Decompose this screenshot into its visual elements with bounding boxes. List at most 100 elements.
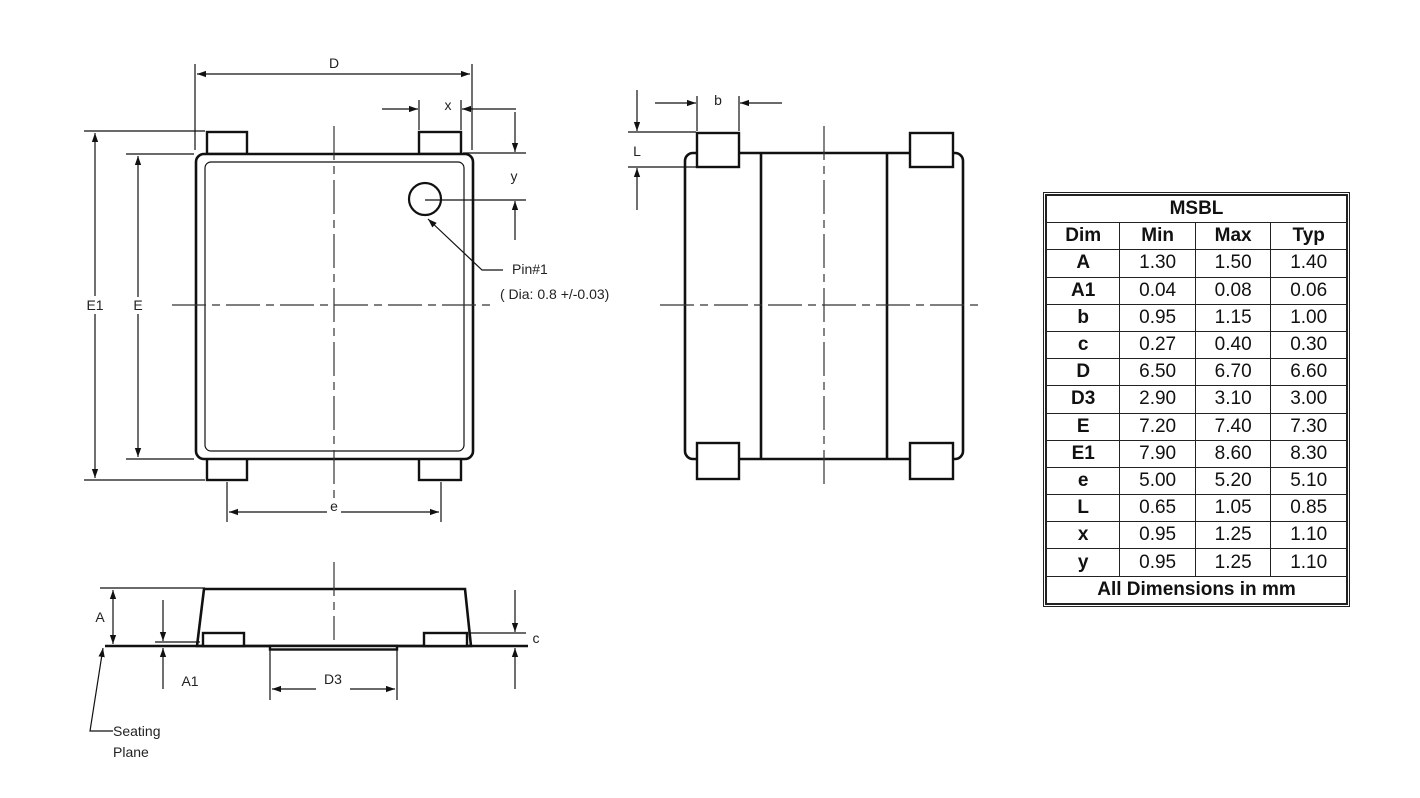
bottom-view-pad-bottom-right: [908, 441, 955, 481]
seating-plane-label-2: Plane: [113, 744, 149, 760]
bottom-view-pad-bottom-left: [695, 441, 741, 481]
cell-min: 0.95: [1119, 303, 1196, 332]
table-title: MSBL: [1046, 194, 1347, 224]
cell-min: 7.20: [1119, 412, 1196, 441]
cell-dim: y: [1045, 548, 1121, 577]
seating-plane-label-1: Seating: [113, 723, 160, 739]
profile-pad-left: [201, 631, 246, 648]
cell-max: 5.20: [1194, 466, 1272, 496]
pin1-marker: [407, 181, 443, 217]
dim-y-label: y: [511, 168, 518, 184]
cell-typ: 1.10: [1270, 521, 1347, 550]
cell-max: 3.10: [1194, 385, 1272, 414]
cell-dim: b: [1045, 303, 1121, 332]
dim-A-label: A: [95, 609, 105, 625]
cell-dim: c: [1045, 330, 1121, 360]
header-min: Min: [1119, 222, 1196, 251]
cell-min: 0.27: [1119, 330, 1196, 360]
cell-typ: 8.30: [1270, 439, 1347, 468]
cell-max: 0.40: [1194, 330, 1272, 360]
top-view-pad-bottom-right: [417, 456, 463, 482]
dim-b-label: b: [714, 92, 722, 108]
dim-A1-label: A1: [181, 673, 198, 689]
profile-pad-right: [422, 631, 469, 648]
cell-min: 6.50: [1119, 358, 1196, 387]
seating-plane-leader: [89, 647, 113, 732]
cell-dim: D: [1045, 358, 1121, 387]
dim-e-label: e: [330, 498, 338, 514]
cell-dim: A1: [1045, 276, 1121, 305]
cell-max: 1.50: [1194, 249, 1272, 278]
cell-min: 0.95: [1119, 548, 1196, 577]
pin1-title: Pin#1: [512, 261, 548, 277]
top-view-pad-bottom-left: [205, 456, 249, 482]
bottom-view-pad-top-right: [908, 131, 955, 169]
dim-L-label: L: [633, 143, 641, 159]
bottom-view: b L: [628, 90, 980, 490]
cell-typ: 1.40: [1270, 249, 1347, 278]
dim-D3-label: D3: [324, 671, 342, 687]
header-dim: Dim: [1045, 222, 1121, 251]
cell-min: 5.00: [1119, 466, 1196, 496]
cell-max: 1.15: [1194, 303, 1272, 332]
cell-dim: D3: [1045, 385, 1121, 414]
profile-view: A A1 c D3 Seating Plane: [89, 562, 540, 760]
profile-exposed-pad: [268, 644, 399, 651]
bottom-view-pad-top-left: [695, 131, 741, 169]
header-typ: Typ: [1270, 222, 1347, 251]
cell-typ: 3.00: [1270, 385, 1347, 414]
cell-typ: 5.10: [1270, 466, 1347, 496]
dim-E-label: E: [133, 297, 142, 313]
table-header-row: Dim Min Max Typ: [1045, 222, 1347, 251]
cell-dim: E1: [1045, 439, 1121, 468]
cell-max: 7.40: [1194, 412, 1272, 441]
cell-min: 0.65: [1119, 494, 1196, 523]
dim-E1-label: E1: [86, 297, 103, 313]
cell-min: 2.90: [1119, 385, 1196, 414]
cell-min: 1.30: [1119, 249, 1196, 278]
top-view-pad-top-right: [417, 130, 463, 156]
top-view: D x y Pin#1 ( Dia: 0.8 +/-0.03) E1 E: [82, 55, 609, 522]
dim-D-label: D: [329, 55, 339, 71]
pin1-diameter: ( Dia: 0.8 +/-0.03): [500, 286, 609, 302]
cell-typ: 0.30: [1270, 330, 1347, 360]
cell-max: 6.70: [1194, 358, 1272, 387]
table-footer: All Dimensions in mm: [1046, 575, 1347, 604]
cell-max: 1.25: [1194, 521, 1272, 550]
cell-dim: e: [1045, 466, 1121, 496]
cell-max: 1.05: [1194, 494, 1272, 523]
cell-dim: L: [1045, 494, 1121, 523]
cell-min: 0.95: [1119, 521, 1196, 550]
cell-dim: E: [1045, 412, 1121, 441]
dim-x-label: x: [445, 97, 452, 113]
cell-typ: 7.30: [1270, 412, 1347, 441]
cell-typ: 1.00: [1270, 303, 1347, 332]
cell-max: 0.08: [1194, 276, 1272, 305]
cell-typ: 0.06: [1270, 276, 1347, 305]
cell-min: 7.90: [1119, 439, 1196, 468]
cell-typ: 0.85: [1270, 494, 1347, 523]
cell-min: 0.04: [1119, 276, 1196, 305]
cell-dim: x: [1045, 521, 1121, 550]
dim-c-label: c: [533, 630, 540, 646]
cell-max: 1.25: [1194, 548, 1272, 577]
pin1-leader: [427, 218, 503, 271]
header-max: Max: [1194, 222, 1272, 251]
cell-max: 8.60: [1194, 439, 1272, 468]
cell-typ: 1.10: [1270, 548, 1347, 577]
top-view-pad-top-left: [205, 130, 249, 156]
